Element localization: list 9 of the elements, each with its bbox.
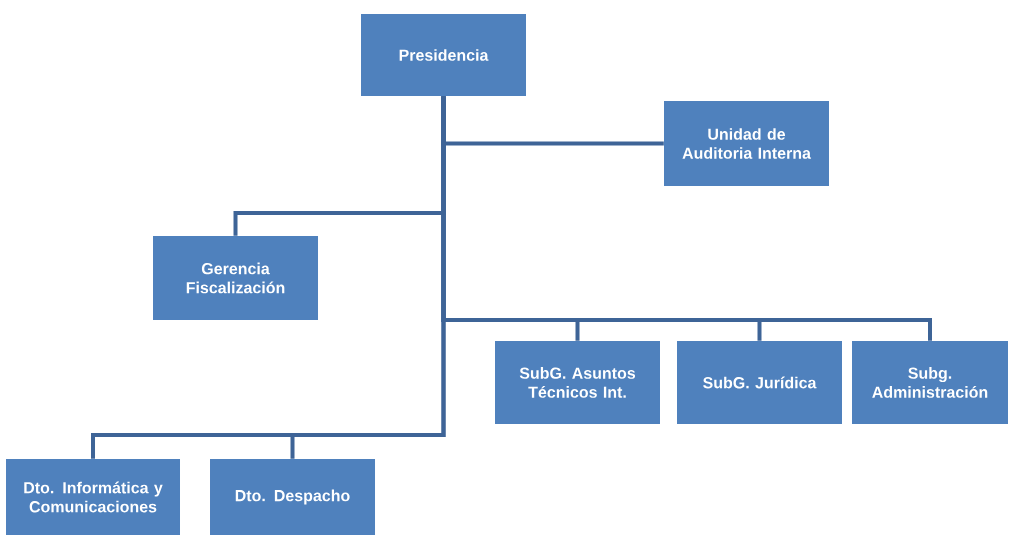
org-box: Unidad de Auditoria Interna (664, 101, 829, 186)
connector-line (290, 96, 446, 459)
org-box: Subg. Administración (852, 341, 1008, 424)
org-box: SubG. Jurídica (677, 341, 842, 424)
org-box: Gerencia Fiscalización (153, 236, 318, 320)
org-box: SubG. Asuntos Técnicos Int. (495, 341, 660, 424)
org-box: Dto. Despacho (210, 459, 375, 535)
org-box: Presidencia (361, 14, 526, 96)
org-box: Dto. Informática y Comunicaciones (6, 459, 180, 535)
